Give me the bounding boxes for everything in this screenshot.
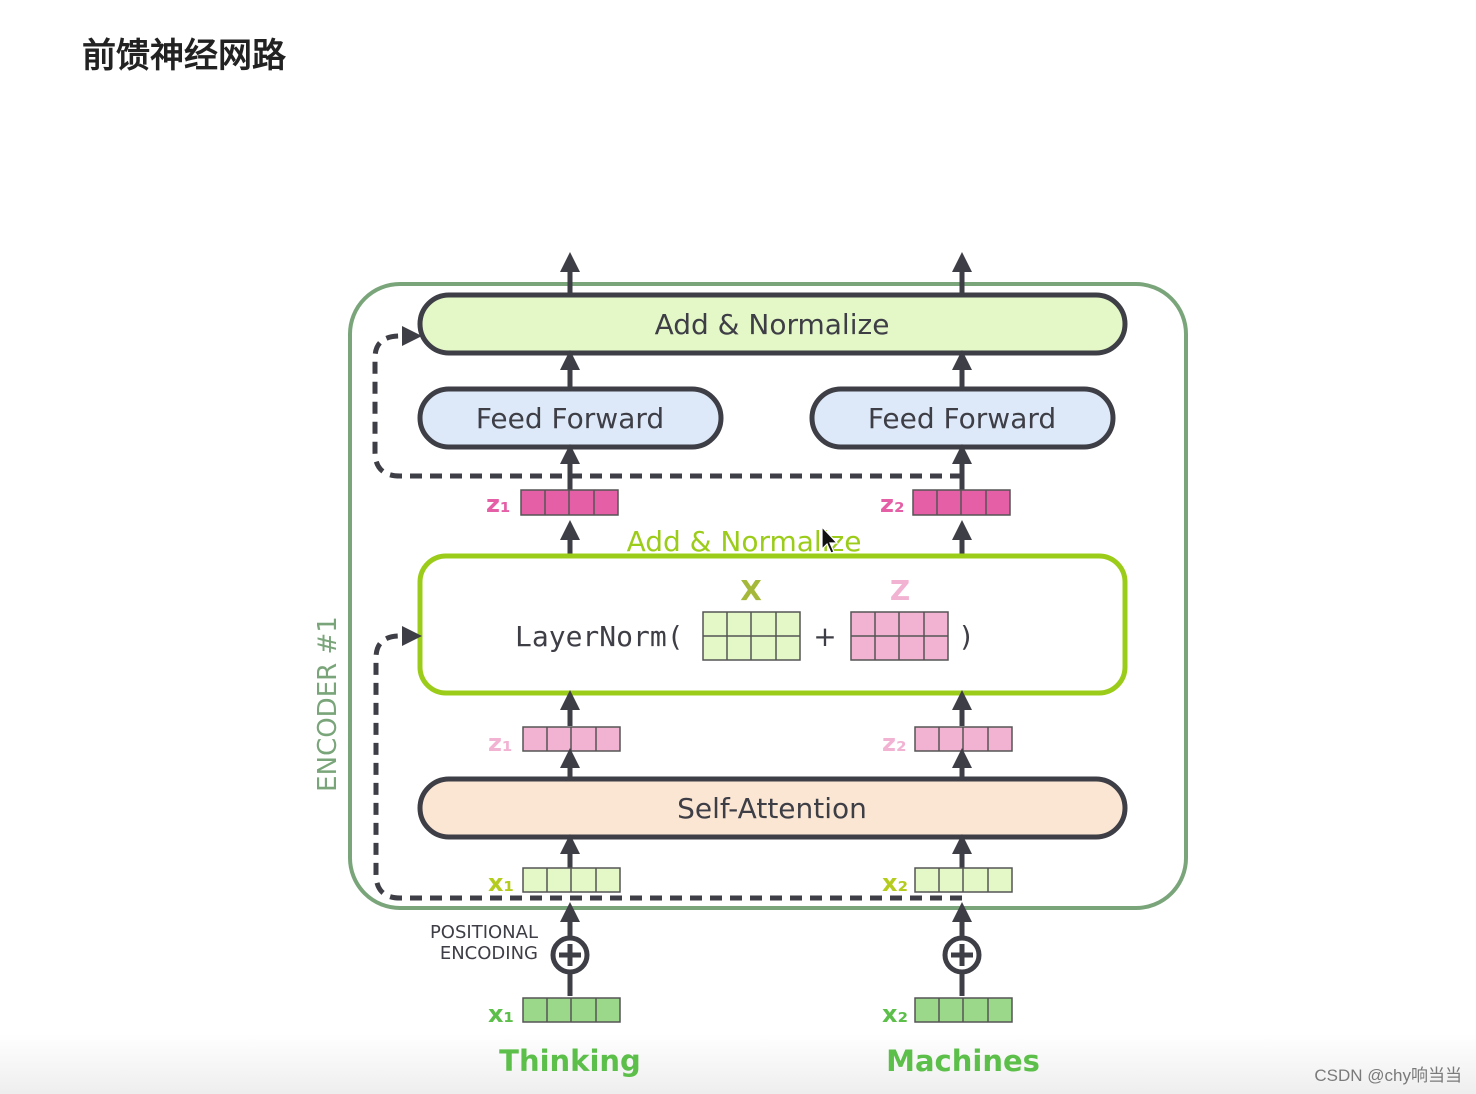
- word-thinking: Thinking: [499, 1044, 641, 1078]
- feed-forward-right-label: Feed Forward: [868, 402, 1056, 435]
- plus-circle-icon-right: [942, 935, 982, 975]
- residual-dashed-upper: [372, 326, 962, 479]
- residual-dashed-lower: [373, 626, 962, 901]
- plus-circle-icon-left: [550, 935, 590, 975]
- x1-embed-vector: [522, 997, 621, 1023]
- z1-out-label: z₁: [486, 490, 510, 518]
- z2-out-label: z₂: [880, 490, 904, 518]
- self-attention-label: Self-Attention: [677, 792, 867, 825]
- top-add-normalize-label: Add & Normalize: [655, 308, 890, 341]
- z2-in-vector: [914, 726, 1013, 752]
- bottom-fade: [0, 1034, 1476, 1094]
- x-matrix-label: X: [740, 574, 762, 607]
- z2-in-label: z₂: [882, 729, 906, 757]
- z-matrix-label: Z: [890, 574, 910, 607]
- layernorm-prefix: LayerNorm(: [515, 620, 684, 653]
- z-matrix: [850, 611, 949, 661]
- x2-inside-vector: [914, 867, 1013, 893]
- layernorm-suffix: ): [958, 620, 975, 653]
- x1-inside-vector: [522, 867, 621, 893]
- x2-inside-label: x₂: [882, 869, 908, 897]
- layernorm-plus: +: [813, 620, 836, 653]
- watermark: CSDN @chy响当当: [1314, 1066, 1462, 1085]
- z1-in-vector: [522, 726, 621, 752]
- x2-embed-vector: [914, 997, 1013, 1023]
- z2-out-vector: [912, 489, 1011, 516]
- x-matrix: [702, 611, 801, 661]
- z1-out-vector: [520, 489, 619, 516]
- positional-encoding-line1: POSITIONAL: [430, 922, 538, 943]
- encoder-label: ENCODER #1: [313, 616, 343, 792]
- positional-encoding-line2: ENCODING: [440, 943, 538, 964]
- x1-embed-label: x₁: [488, 1000, 514, 1028]
- page-title: 前馈神经网路: [82, 36, 286, 76]
- mouse-cursor-icon: [821, 525, 839, 554]
- x1-inside-label: x₁: [488, 869, 514, 897]
- word-machines: Machines: [886, 1044, 1040, 1078]
- x2-embed-label: x₂: [882, 1000, 908, 1028]
- top-add-normalize-box: [417, 292, 1128, 356]
- feed-forward-left-label: Feed Forward: [476, 402, 664, 435]
- z1-in-label: z₁: [488, 729, 512, 757]
- self-attention-box: [417, 776, 1128, 840]
- encoder-box: [348, 282, 1188, 910]
